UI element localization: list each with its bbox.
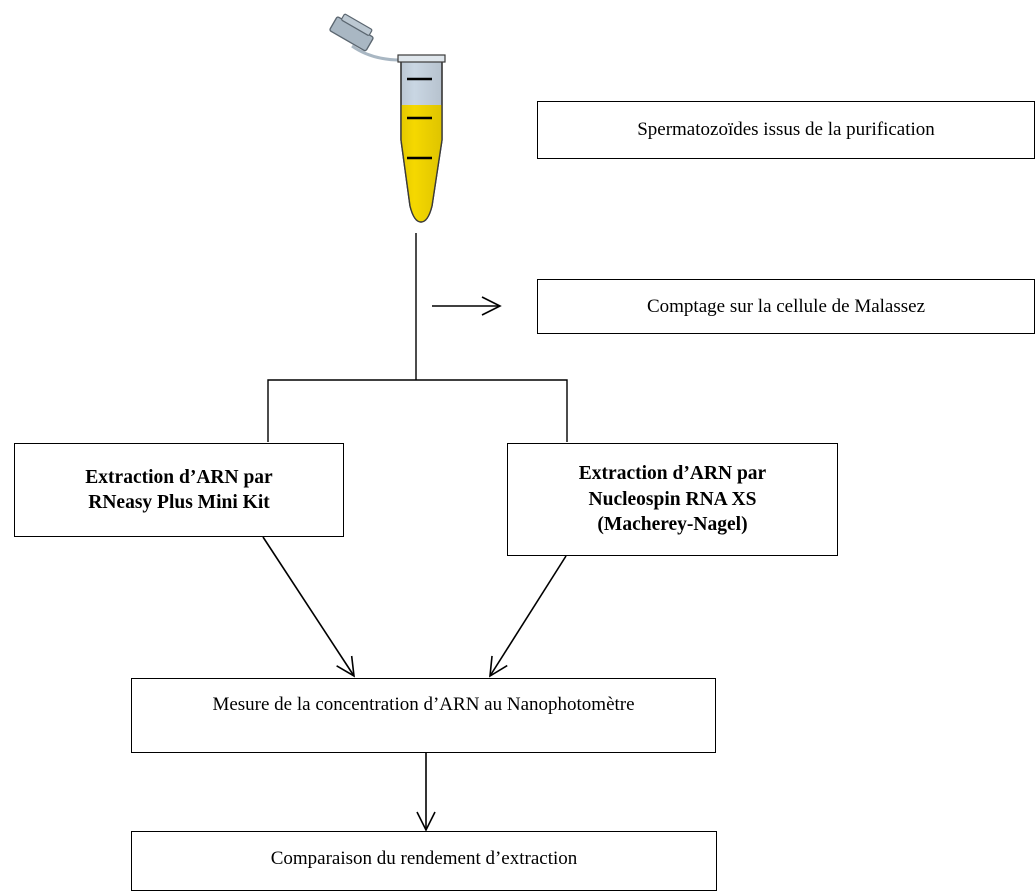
nucleospin-line-3: (Macherey-Nagel) (597, 514, 748, 536)
microtube-icon (329, 13, 446, 223)
counting-label: Comptage sur la cellule de Malassez (646, 296, 926, 317)
nucleospin-line-2: Nucleospin RNA XS (588, 488, 757, 510)
arrow-rneasy-to-measure (262, 536, 355, 678)
source-sample-label: Spermatozoïdes issus de la purification (637, 119, 935, 141)
rneasy-line-1: Extraction d’ARN par (85, 466, 273, 488)
rneasy-line-2: RNeasy Plus Mini Kit (88, 492, 270, 513)
counting-box: Comptage sur la cellule de Malassez (537, 279, 1035, 334)
measurement-box: Mesure de la concentration d’ARN au Nano… (131, 678, 716, 753)
tube-cap (329, 13, 374, 52)
comparison-box: Comparaison du rendement d’extraction (131, 831, 717, 891)
source-sample-box: Spermatozoïdes issus de la purification (537, 101, 1035, 159)
arrow-nucleospin-to-measure (489, 555, 567, 678)
measurement-label: Mesure de la concentration d’ARN au Nano… (212, 694, 635, 715)
rneasy-extraction-box: Extraction d’ARN par RNeasy Plus Mini Ki… (14, 443, 344, 537)
comparison-label: Comparaison du rendement d’extraction (270, 848, 578, 869)
nucleospin-line-1: Extraction d’ARN par (578, 463, 767, 485)
tube-rim (397, 54, 446, 63)
nucleospin-extraction-box: Extraction d’ARN par Nucleospin RNA XS (… (507, 443, 838, 556)
split-bracket (267, 379, 568, 442)
